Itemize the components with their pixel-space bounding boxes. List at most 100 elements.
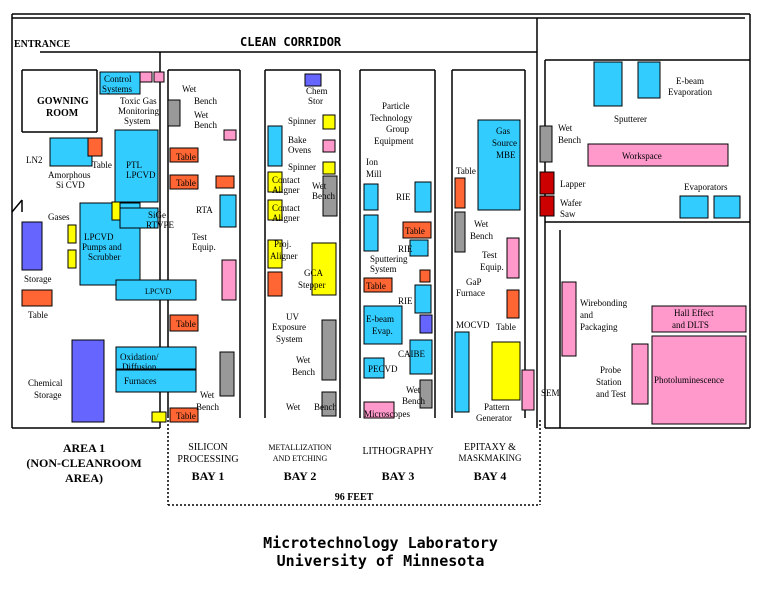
area1-caption-3: AREA) — [65, 471, 103, 485]
microscopes — [363, 401, 395, 419]
contact-aligner-2 — [267, 199, 283, 221]
table-b4-1: Table — [456, 166, 476, 176]
wet-bench-b2-1a: Wet — [312, 181, 327, 191]
sputtering-label-1: Sputtering — [370, 254, 408, 264]
ebeam-evaporation — [637, 61, 661, 99]
sem-label: SEM — [541, 388, 560, 398]
wet-bench-1a: Wet — [182, 84, 197, 94]
bay1-pink-small — [223, 129, 237, 141]
test-equip-b4-a: Test — [482, 250, 497, 260]
hall-label-1: Hall Effect — [674, 308, 714, 318]
proj-aligner-label-1: Proj. — [274, 239, 291, 249]
photoluminescence — [651, 335, 747, 425]
wet-bench-b1-3b: Bench — [196, 402, 219, 412]
chem-stor-label-1: Chem — [306, 86, 328, 96]
sputtering-label-2: System — [370, 264, 397, 274]
oxidation — [115, 346, 197, 370]
lpcvd-furnace-label: LPCVD — [145, 287, 171, 296]
table-b1-2: Table — [176, 178, 196, 188]
uv-label-2: Exposure — [272, 322, 306, 332]
lpcvd-pumps-label-2: Pumps and — [82, 242, 122, 252]
probe-pink — [631, 343, 649, 405]
bay3-gray — [419, 379, 433, 409]
rie-2 — [409, 239, 429, 257]
silicon-caption-1: SILICON — [188, 442, 227, 453]
photoluminescence-label: Photoluminescence — [654, 375, 724, 385]
wirebonding-label-1: Wirebonding — [580, 298, 628, 308]
bay1-rta — [219, 194, 237, 228]
wet-bench-b4-b: Bench — [470, 231, 493, 241]
test-equip-1b: Equip. — [192, 242, 216, 252]
bay1-label: BAY 1 — [192, 469, 225, 483]
bay1-orange — [215, 175, 235, 189]
particle-label-4: Equipment — [374, 136, 414, 146]
ebeam-evap — [363, 305, 403, 345]
test-equip-1a: Test — [192, 232, 207, 242]
gca-stepper — [311, 242, 337, 296]
ebeam-evap-label-1: E-beam — [366, 314, 394, 324]
entrance-label: ENTRANCE — [14, 39, 70, 50]
furnaces-label: Furnaces — [124, 376, 157, 386]
hall-effect — [651, 305, 747, 333]
table-a1 — [87, 137, 103, 157]
rie-label-2: RIE — [398, 244, 413, 254]
probe-label-3: and Test — [596, 389, 626, 399]
lpcvd-furnace — [115, 279, 197, 301]
bay4-label: BAY 4 — [474, 469, 507, 483]
uv-label-1: UV — [286, 312, 299, 322]
furnaces — [115, 369, 197, 393]
sputterer — [593, 61, 623, 107]
wet-bench-1b: Bench — [194, 96, 217, 106]
bay2-gray-3 — [321, 391, 337, 417]
evaporators-label: Evaporators — [684, 182, 728, 192]
table-b3-2: Table — [366, 281, 386, 291]
chemical-storage-label-1: Chemical — [28, 378, 63, 388]
wet-bench-b1-3a: Wet — [200, 390, 215, 400]
wet-bench-b2-2b: Bench — [292, 367, 315, 377]
bay1-table-1 — [169, 147, 199, 163]
bay1-gray-2 — [219, 351, 235, 397]
bay4-gray — [454, 211, 466, 253]
bay3-orange-small — [419, 269, 431, 283]
bay3-table-1 — [402, 221, 432, 239]
microscopes-label: Microscopes — [364, 409, 410, 419]
storage-blue — [21, 221, 43, 271]
bay3-label: BAY 3 — [382, 469, 415, 483]
oxidation-label-2: Diffusion — [122, 362, 157, 372]
gap-label-2: Furnace — [456, 288, 485, 298]
contact-aligner-label-4: Aligner — [272, 213, 300, 223]
title-line-2: University of Minnesota — [276, 552, 485, 570]
toxic-label-2: Monitoring — [118, 106, 160, 116]
particle-label-2: Technology — [370, 113, 413, 123]
bake-ovens-label-2: Ovens — [288, 145, 311, 155]
bay2-gray-1 — [322, 175, 338, 217]
table-storage — [21, 289, 53, 307]
gas-source-label-2: Source — [492, 138, 517, 148]
yellow-2 — [67, 249, 77, 269]
wirebonding-label-2: and — [580, 310, 593, 320]
pecvd — [363, 357, 385, 379]
oxidation-label-1: Oxidation/ — [120, 352, 159, 362]
gas-source-label-1: Gas — [496, 126, 510, 136]
bay2-orange — [267, 271, 283, 297]
gases-label: Gases — [48, 212, 70, 222]
amorphous-label-1: Amorphous — [48, 170, 91, 180]
area1-caption-2: (NON-CLEANROOM — [26, 456, 141, 470]
control-systems — [99, 71, 141, 95]
mocvd-label: MOCVD — [456, 320, 490, 330]
silicon-caption-2: PROCESSING — [177, 454, 238, 465]
ion-mill-label-1: Ion — [366, 157, 378, 167]
uv-label-3: System — [276, 334, 303, 344]
table-b1-3: Table — [176, 319, 196, 329]
evaporators-2 — [713, 195, 741, 219]
lpcvd-pumps-label-3: Scrubber — [88, 252, 121, 262]
ninety-six-feet-label: 96 FEET — [335, 492, 374, 503]
ebeam-evaporation-label-2: Evaporation — [668, 87, 712, 97]
hall-label-2: and DLTS — [672, 320, 709, 330]
table-label-a1: Table — [92, 160, 112, 170]
wet-bench-r-a: Wet — [558, 123, 573, 133]
probe-label-1: Probe — [600, 365, 621, 375]
probe-label-2: Station — [596, 377, 622, 387]
gowning-room-label-1: GOWNING — [37, 96, 89, 107]
